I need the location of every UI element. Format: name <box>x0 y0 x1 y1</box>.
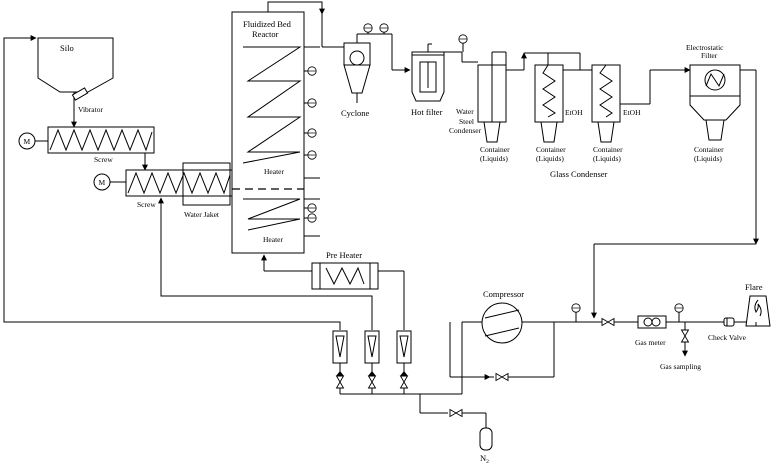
hot-filter-label: Hot filter <box>411 107 443 117</box>
container-4-line1: Container <box>694 145 724 154</box>
gas-sampling: Gas sampling <box>660 303 701 371</box>
silo: Silo <box>37 37 114 100</box>
pre-heater: Pre Heater <box>261 250 405 330</box>
container-1-line2: (Liquids) <box>480 154 508 163</box>
steel-condenser: Water Steel Condenser Container (Liquids… <box>449 51 548 163</box>
container-2-line1: Container <box>536 145 566 154</box>
pre-heater-label: Pre Heater <box>326 250 362 260</box>
container-2-line2: (Liquids) <box>536 154 564 163</box>
heater-upper-label: Heater <box>264 167 284 176</box>
cyclone-label: Cyclone <box>341 108 370 118</box>
electrostatic-filter-line1: Electrostatic <box>686 43 724 52</box>
flare: Flare <box>745 282 771 327</box>
reactor-title-line2: Reactor <box>252 29 279 39</box>
hot-filter: Hot filter <box>411 34 478 117</box>
cyclone: Cyclone <box>322 23 411 118</box>
motor-upper: M <box>18 132 36 150</box>
motor-upper-label: M <box>24 137 31 146</box>
lower-screw: M Screw Water Jaket <box>93 162 233 219</box>
etoh-label-1: EtOH <box>565 108 583 117</box>
glass-condenser-1: EtOH Container (Liquids) <box>534 53 583 163</box>
gas-meter: Gas meter <box>614 315 724 347</box>
compressor-label: Compressor <box>483 289 524 299</box>
rotameter-2 <box>364 330 380 394</box>
motor-lower-label: M <box>99 178 106 187</box>
heater-lower-label: Heater <box>263 235 283 244</box>
reactor-title-line1: Fluidized Bed <box>243 19 292 29</box>
compressor: Compressor <box>449 289 620 381</box>
n2-label: N2 <box>480 453 489 463</box>
glass-condenser-label: Glass Condenser <box>550 169 608 179</box>
n2-supply: N2 <box>419 394 493 463</box>
silo-label: Silo <box>60 43 74 53</box>
etoh-label-2: EtOH <box>623 108 641 117</box>
check-valve-label: Check Valve <box>708 333 747 342</box>
flare-label: Flare <box>745 282 763 292</box>
container-4-line2: (Liquids) <box>694 154 722 163</box>
gas-meter-label: Gas meter <box>635 338 666 347</box>
motor-lower: M <box>93 173 111 191</box>
water-label: Water <box>456 107 474 116</box>
steel-condenser-line2: Condenser <box>449 126 482 135</box>
vibrator: Vibrator <box>71 87 103 114</box>
glass-condenser-2: EtOH Container (Liquids) <box>580 64 641 163</box>
container-1-line1: Container <box>480 145 510 154</box>
vibrator-label: Vibrator <box>78 105 103 114</box>
container-3-line1: Container <box>593 145 623 154</box>
steel-condenser-line1: Steel <box>459 117 474 126</box>
screw-lower-label: Screw <box>137 200 156 209</box>
container-3-line2: (Liquids) <box>593 154 621 163</box>
screw-upper-label: Screw <box>94 155 113 164</box>
upper-screw: M Screw <box>18 100 155 171</box>
fluidized-bed-reactor: Fluidized Bed Reactor Heater Heater <box>231 1 325 254</box>
rotameter-3 <box>396 330 412 394</box>
water-jacket-label: Water Jaket <box>184 210 220 219</box>
electrostatic-filter-line2: Filter <box>701 51 718 60</box>
rotameter-1 <box>332 330 348 394</box>
electrostatic-filter: Electrostatic Filter Container (Liquids) <box>686 43 759 245</box>
gas-sampling-label: Gas sampling <box>660 362 701 371</box>
reactor-gauges <box>304 46 320 237</box>
